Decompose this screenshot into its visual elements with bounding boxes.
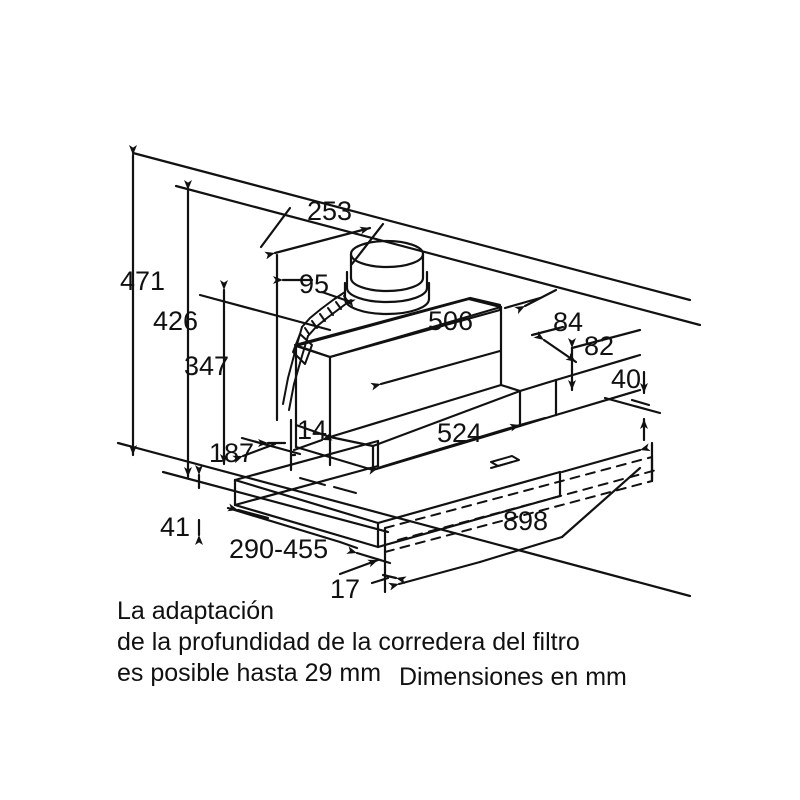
- dimension-label-95: 95: [299, 269, 329, 299]
- dimension-line-40: [603, 370, 662, 442]
- dimension-label-82: 82: [584, 331, 614, 361]
- dimension-line-506: [370, 288, 558, 391]
- dimension-label-471: 471: [120, 266, 165, 296]
- dimension-label-84: 84: [553, 307, 583, 337]
- dimension-label-524: 524: [437, 418, 482, 448]
- dimension-label-426: 426: [153, 306, 198, 336]
- dimension-line-898: [388, 441, 654, 591]
- dimension-label-290-455: 290-455: [229, 534, 328, 564]
- dimension-line-14: [258, 418, 297, 472]
- dimension-line-95: [273, 253, 356, 422]
- dimension-line-82: [568, 328, 642, 392]
- dimension-label-187: 187: [209, 438, 254, 468]
- caption-line-3: es posible hasta 29 mm: [117, 659, 381, 687]
- dimension-label-17: 17: [330, 574, 360, 604]
- dimension-label-506: 506: [428, 306, 473, 336]
- right-step-detail: [518, 353, 642, 428]
- caption-line-2: de la profundidad de la corredera del fi…: [117, 628, 580, 656]
- hood-main-body: [293, 296, 522, 472]
- dimension-label-40: 40: [611, 364, 641, 394]
- dimension-label-253: 253: [307, 196, 352, 226]
- dimension-line-17: [338, 550, 407, 594]
- duct-collar: [343, 239, 431, 316]
- upper-reference-plane: [131, 151, 702, 327]
- dimension-label-41: 41: [160, 512, 190, 542]
- dimension-label-898: 898: [503, 506, 548, 536]
- dimension-line-290-455: [226, 503, 392, 565]
- flex-hose-detail: [282, 291, 352, 411]
- hood-control-notch: [299, 477, 357, 494]
- extended-slide-outline: [384, 456, 661, 553]
- dimension-label-347: 347: [184, 351, 229, 381]
- units-note: Dimensiones en mm: [399, 663, 627, 691]
- slide-handle-notch: [490, 455, 520, 469]
- caption-line-1: La adaptación: [117, 597, 274, 625]
- extended-slide-solid-edges: [383, 455, 654, 554]
- dimension-label-14: 14: [297, 415, 327, 445]
